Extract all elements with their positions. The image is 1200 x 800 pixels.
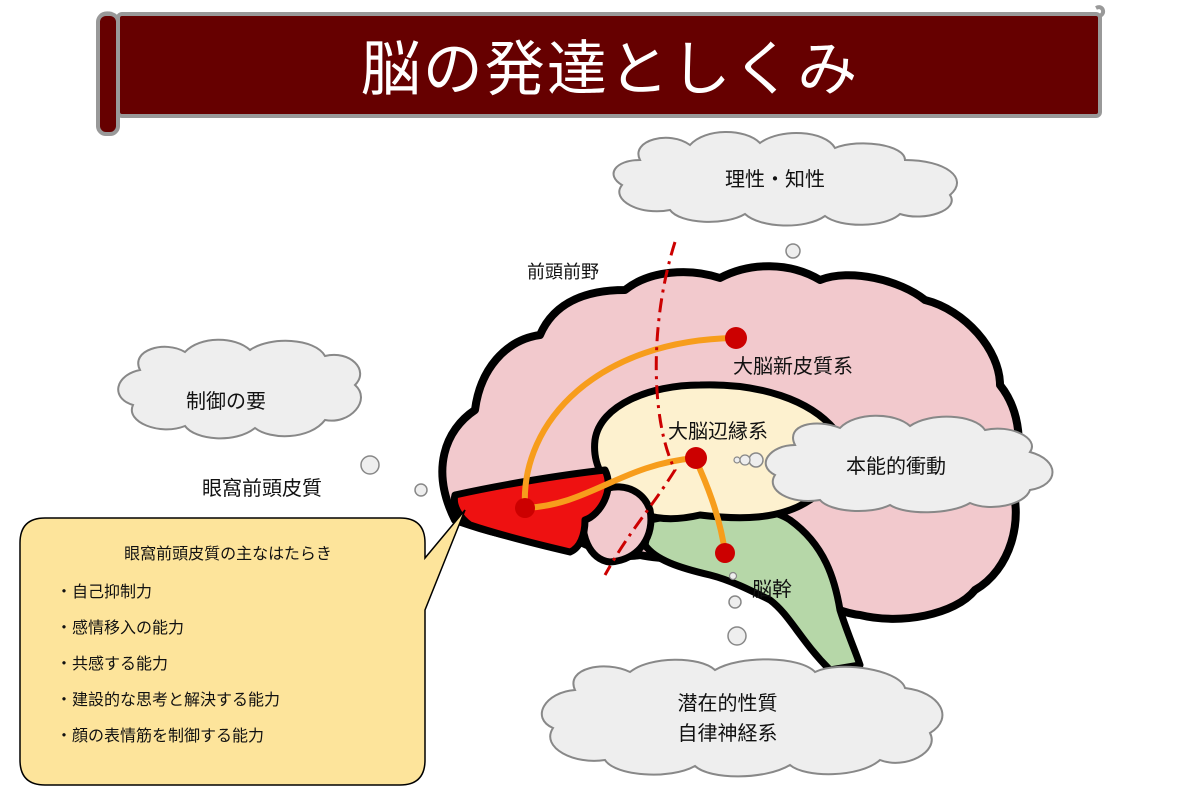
- node-orbitofrontal: [515, 498, 535, 518]
- cloud-latent: [540, 658, 944, 778]
- label-latent: 潜在的性質 自律神経系: [660, 688, 795, 748]
- cloud-control: [117, 338, 362, 440]
- cloud-reason: [612, 131, 958, 227]
- label-brainstem: 脳幹: [752, 577, 792, 601]
- node-neocortex: [725, 327, 747, 349]
- callout-item: ・顔の表情筋を制御する能力: [56, 726, 265, 745]
- label-impulse: 本能的衝動: [846, 454, 946, 478]
- node-brainstem: [715, 543, 735, 563]
- callout-item: ・共感する能力: [56, 654, 169, 673]
- pathway-neocortex: [521, 335, 738, 511]
- label-control: 制御の要: [186, 389, 266, 413]
- label-latent-line1: 潜在的性質: [677, 691, 778, 715]
- callout-heading: 眼窩前頭皮質の主なはたらき: [124, 544, 332, 563]
- callout-item: ・感情移入の能力: [56, 618, 185, 637]
- callout-bubble: [19, 509, 466, 786]
- node-limbic: [685, 447, 707, 469]
- page-title: 脳の発達としくみ: [360, 34, 860, 105]
- prefrontal-boundary: [603, 241, 677, 576]
- label-prefrontal: 前頭前野: [527, 262, 599, 283]
- callout-item: ・建設的な思考と解決する能力: [56, 690, 281, 709]
- pathway-limbic: [522, 455, 698, 511]
- callout-item: ・自己抑制力: [56, 582, 153, 601]
- label-limbic: 大脳辺縁系: [668, 419, 768, 443]
- callout-content: 眼窩前頭皮質の主なはたらき ・自己抑制力 ・感情移入の能力 ・共感する能力 ・建…: [38, 540, 418, 758]
- label-neocortex: 大脳新皮質系: [733, 354, 853, 378]
- cloud-impulse: [764, 414, 1054, 514]
- label-latent-line2: 自律神経系: [677, 721, 778, 745]
- title-banner: [96, 5, 1105, 136]
- label-reason: 理性・知性: [725, 167, 825, 191]
- label-orbitofrontal: 眼窩前頭皮質: [202, 476, 322, 500]
